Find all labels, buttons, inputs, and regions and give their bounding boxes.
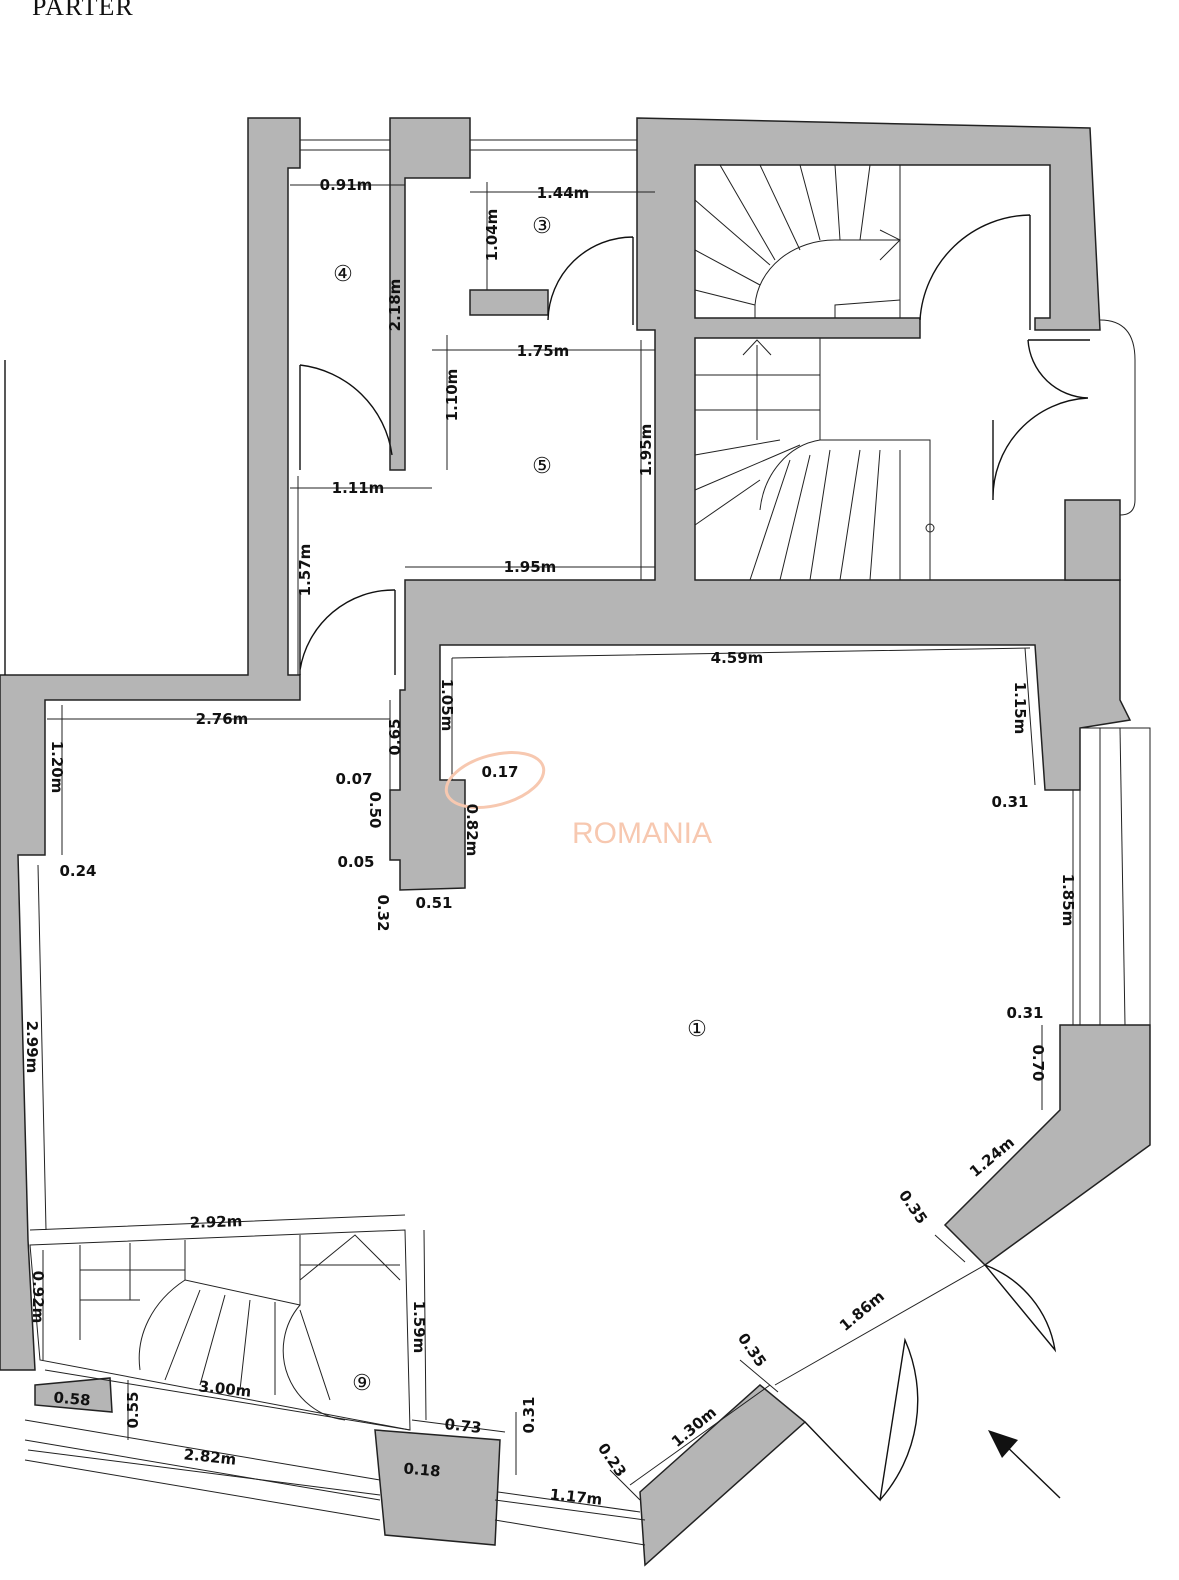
dimension-label: 1.05m: [438, 679, 456, 732]
wall: [0, 117, 301, 1371]
plan-title: PARTER: [32, 0, 134, 21]
wall: [34, 1377, 113, 1413]
dimension-label: 1.95m: [504, 558, 557, 576]
dimension-label: 2.82m: [183, 1445, 237, 1468]
dimension-label: 0.92m: [29, 1271, 47, 1324]
dimension-label: 1.20m: [48, 741, 66, 794]
dimension-label: 1.15m: [1011, 682, 1029, 735]
room-number: ①: [687, 1017, 707, 1042]
dimension-label: 0.05: [337, 853, 374, 871]
dimension-label: 1.75m: [517, 342, 570, 360]
room-labels: ① ③ ④ ⑤ ⑨: [333, 214, 707, 1396]
room-number: ⑤: [532, 454, 552, 479]
dimension-label: 0.07: [335, 770, 372, 788]
dimension-label: 0.50: [366, 791, 384, 828]
wall: [389, 117, 1132, 891]
dimension-label: 1.44m: [537, 184, 590, 202]
dimension-labels: 0.91m 1.44m 1.04m 2.18m 1.75m 1.10m 1.95m 1.11m…: [23, 176, 1077, 1509]
dimension-label: 1.11m: [332, 479, 385, 497]
dimension-label: 1.59m: [410, 1301, 428, 1354]
dimension-label: 1.57m: [296, 544, 314, 597]
room-number: ⑨: [352, 1371, 372, 1396]
entrance-arrow-icon: [988, 1430, 1061, 1499]
room-number: ④: [333, 262, 353, 287]
dimension-label: 0.70: [1029, 1044, 1047, 1081]
dimension-label: 0.17: [481, 763, 518, 781]
dimension-label: 0.51: [415, 894, 452, 912]
dimension-label: 0.32: [374, 894, 392, 931]
dimension-label: 4.59m: [711, 649, 764, 667]
wall: [374, 1429, 501, 1546]
dimension-label: 0.91m: [320, 176, 373, 194]
dimension-label: 0.18: [403, 1459, 441, 1480]
dimension-label: 0.55: [124, 1391, 142, 1428]
dimension-label: 2.18m: [386, 279, 404, 332]
staircase-icon: [29, 164, 935, 1431]
dimension-label: 0.73: [444, 1415, 483, 1437]
dimension-label: 2.92m: [189, 1212, 242, 1232]
door-swing-icon: [299, 214, 1136, 1502]
dimension-label: 0.31: [991, 793, 1028, 811]
dimension-label: 0.35: [734, 1330, 770, 1371]
watermark: ROMANIA: [572, 817, 712, 850]
dimension-label: 0.31: [520, 1396, 538, 1433]
wall: [469, 289, 549, 316]
dimension-label: 1.86m: [836, 1287, 888, 1335]
dimension-label: 0.58: [53, 1388, 91, 1409]
wall: [1064, 499, 1121, 581]
dimension-label: 1.17m: [549, 1485, 603, 1508]
dimension-label: 1.95m: [637, 424, 655, 477]
room-number: ③: [532, 214, 552, 239]
watermark-logo: [444, 751, 546, 809]
dimension-label: 2.76m: [196, 710, 249, 728]
windows: [4, 139, 1151, 1546]
dimension-label: 0.65: [386, 718, 404, 755]
dimension-label: 0.23: [594, 1440, 630, 1481]
dimension-lines: [27, 172, 1074, 1513]
dimension-label: 3.00m: [198, 1377, 252, 1400]
dimension-label: 0.82m: [463, 804, 481, 857]
dimension-label: 1.04m: [483, 209, 501, 262]
dimension-label: 0.24: [59, 862, 96, 880]
dimension-label: 0.35: [895, 1187, 931, 1228]
wall: [639, 1384, 807, 1567]
dimension-label: 1.85m: [1059, 874, 1077, 927]
dimension-label: 1.10m: [443, 369, 461, 422]
dimension-label: 2.99m: [23, 1021, 41, 1074]
dimension-label: 0.31: [1006, 1004, 1043, 1022]
